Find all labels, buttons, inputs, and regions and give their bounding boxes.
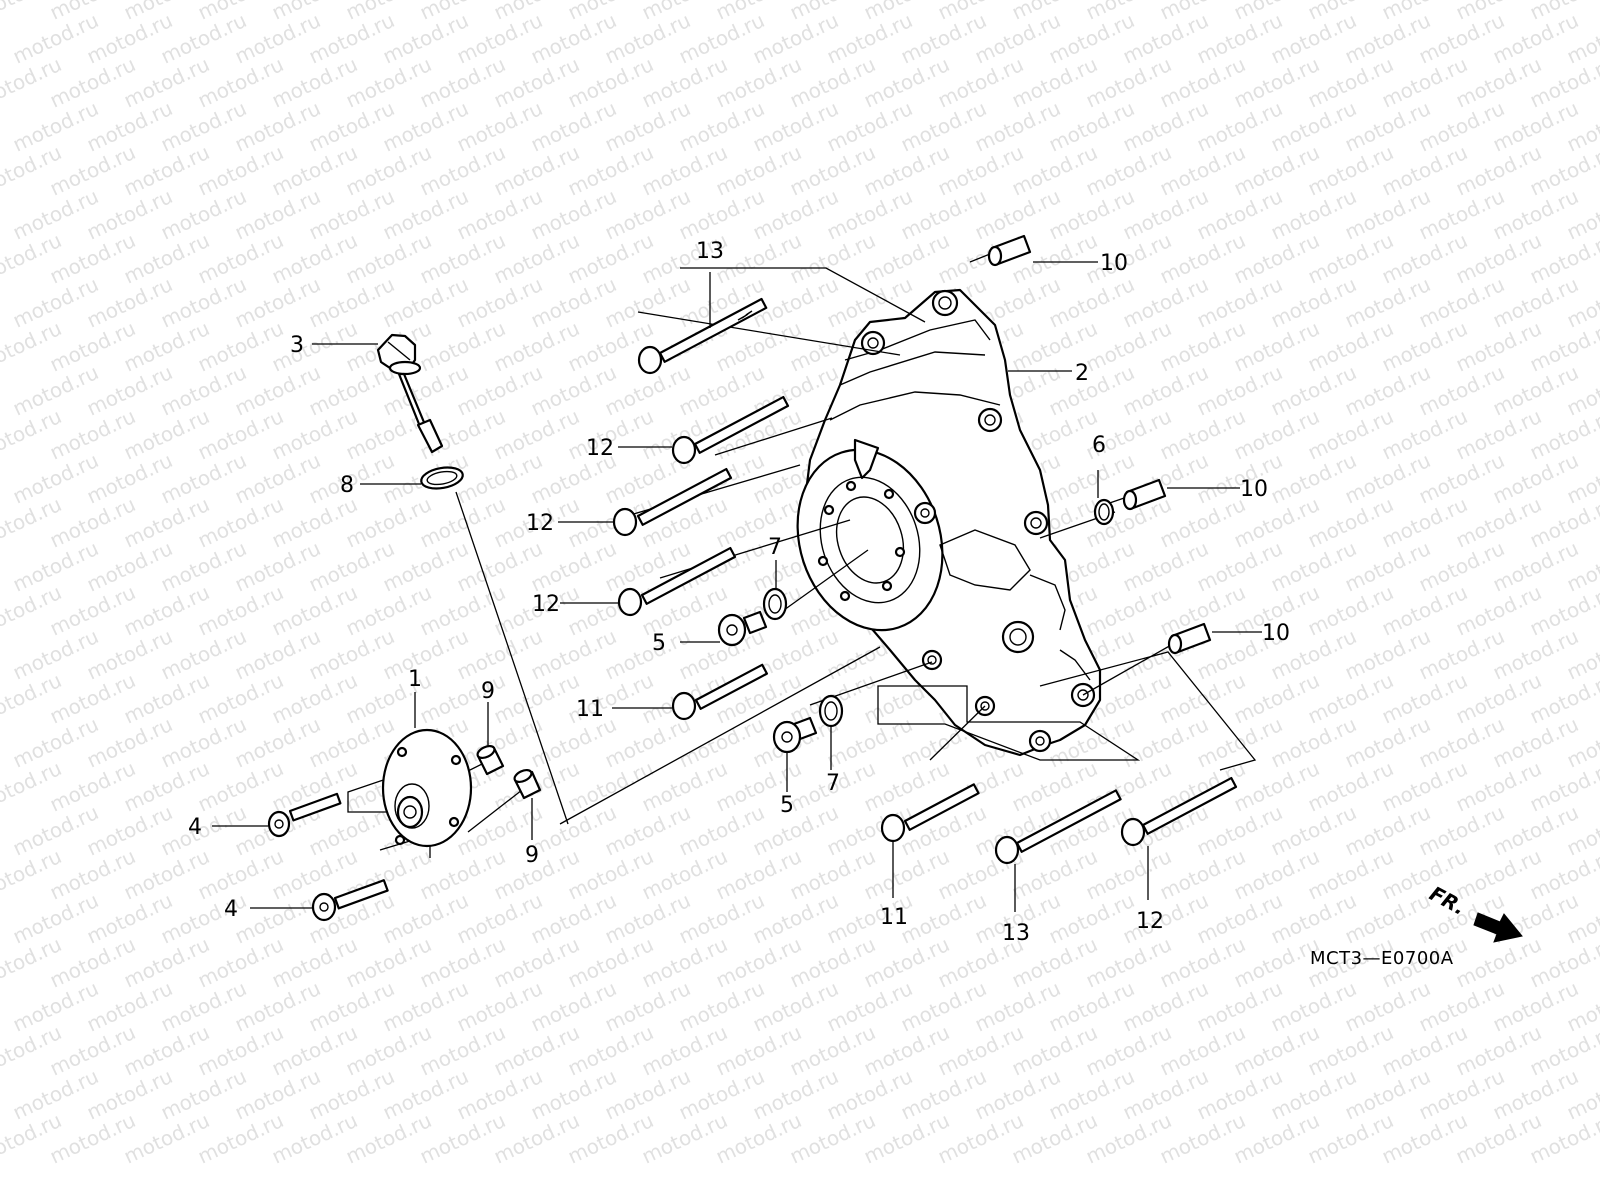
socket-bolt-part-4a <box>267 792 342 838</box>
callout-9-lower: 9 <box>525 843 539 868</box>
oil-dipstick-part-3 <box>376 333 444 454</box>
callout-3: 3 <box>290 333 304 358</box>
washer-part-7b <box>818 694 844 728</box>
crankcase-cover-part-2 <box>796 288 1102 757</box>
flange-bolt-part-12d <box>1120 776 1238 847</box>
callout-1: 1 <box>408 667 422 692</box>
callout-numbers: 13 10 3 2 12 6 10 8 12 7 12 5 10 1 9 11 … <box>188 239 1290 946</box>
callout-4-lower: 4 <box>224 897 238 922</box>
callout-2: 2 <box>1075 361 1089 386</box>
flange-bolt-part-12b <box>612 467 733 537</box>
callout-4-upper: 4 <box>188 815 202 840</box>
callout-leaders <box>212 261 1262 912</box>
callout-12-third: 12 <box>532 592 560 617</box>
o-ring-part-6 <box>1093 498 1115 526</box>
callout-10-lower: 10 <box>1262 621 1290 646</box>
callout-8: 8 <box>340 473 354 498</box>
callout-6: 6 <box>1092 433 1106 458</box>
watermark-pattern: motod.rumotod.rumotod.rumotod.rumotod.ru… <box>0 0 1600 1169</box>
callout-10-middle: 10 <box>1240 477 1268 502</box>
flange-bolt-part-12a <box>671 395 790 465</box>
flange-bolt-part-12c <box>617 546 737 617</box>
callout-9-upper: 9 <box>481 679 495 704</box>
socket-bolt-part-4b <box>311 879 389 922</box>
callout-5-lower: 5 <box>780 793 794 818</box>
flange-bolt-part-11a <box>671 663 769 721</box>
callout-11-bottom: 11 <box>880 905 908 930</box>
callout-12-upper: 12 <box>586 436 614 461</box>
callout-12-second: 12 <box>526 511 554 536</box>
callout-7-lower: 7 <box>826 771 840 796</box>
o-ring-part-8 <box>420 466 464 490</box>
flange-bolt-part-13a <box>637 297 768 375</box>
dowel-pin-part-10b <box>1122 478 1167 511</box>
flange-bolt-part-13b <box>994 789 1122 865</box>
dowel-pin-part-9b <box>513 768 542 800</box>
callout-11-left: 11 <box>576 697 604 722</box>
dowel-pin-part-10a <box>987 234 1032 267</box>
cover-plate-part-1 <box>381 728 473 848</box>
callout-12-bottom: 12 <box>1136 909 1164 934</box>
callout-13-top: 13 <box>696 239 724 264</box>
flange-bolt-part-11b <box>880 783 980 843</box>
callout-10-top: 10 <box>1100 251 1128 276</box>
front-arrow-icon <box>1473 912 1523 943</box>
drain-plug-part-5b <box>772 716 818 754</box>
washer-part-7a <box>762 587 788 621</box>
figure-code: MCT3—E0700A <box>1310 948 1454 969</box>
callout-13-bottom: 13 <box>1002 921 1030 946</box>
dowel-pin-part-10c <box>1167 622 1212 655</box>
dowel-pin-part-9a <box>476 744 505 776</box>
callout-5-upper: 5 <box>652 631 666 656</box>
callout-7-upper: 7 <box>768 535 782 560</box>
drain-plug-part-5a <box>717 610 768 647</box>
